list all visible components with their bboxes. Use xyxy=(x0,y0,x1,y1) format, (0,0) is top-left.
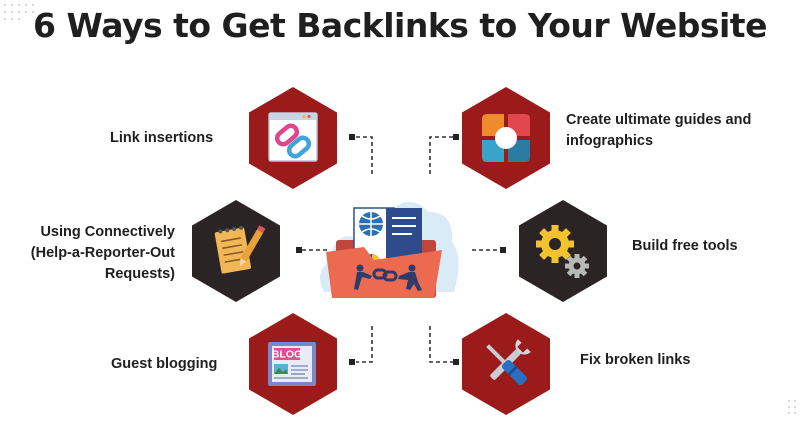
connector-dot xyxy=(453,134,459,140)
label-connectively: Using Connectively (Help-a-Reporter-Out … xyxy=(30,224,175,282)
page-title: 6 Ways to Get Backlinks to Your Website xyxy=(33,6,767,45)
connector-bottom-right xyxy=(429,326,453,363)
color-wheel-icon xyxy=(482,114,530,162)
blog-text: BLOG xyxy=(272,349,302,361)
hex-fix-broken-links xyxy=(462,313,550,415)
folder-backlinks-illustration xyxy=(320,202,459,298)
hex-connectively xyxy=(192,200,280,302)
connector-dot xyxy=(453,359,459,365)
label-fix-broken-links: Fix broken links xyxy=(580,352,691,368)
chain-link-icon xyxy=(268,112,318,162)
connector-top-left xyxy=(356,136,373,175)
hex-guest-blogging: BLOG xyxy=(249,313,337,415)
label-link-insertions: Link insertions xyxy=(110,130,214,146)
label-guides-infographics: Create ultimate guides and infographics xyxy=(566,112,752,149)
dot-grid-bottom-right xyxy=(788,400,800,420)
connector-dot xyxy=(349,134,355,140)
connector-dot xyxy=(349,359,355,365)
hex-build-tools xyxy=(519,200,607,302)
gears-icon xyxy=(536,225,589,278)
blog-page-icon: BLOG xyxy=(268,342,316,386)
connector-top-right xyxy=(429,136,453,175)
chain-link-icon xyxy=(372,268,398,282)
connector-dot xyxy=(500,247,506,253)
notepad-pencil-icon xyxy=(214,225,266,274)
connector-bottom-left xyxy=(356,326,373,363)
label-guest-blogging: Guest blogging xyxy=(111,356,218,372)
connector-dot xyxy=(296,247,302,253)
hex-guides-infographics xyxy=(462,87,550,189)
label-build-tools: Build free tools xyxy=(632,238,738,254)
dot-grid-top-left xyxy=(4,4,40,28)
wrench-screwdriver-icon xyxy=(486,339,531,386)
hex-link-insertions xyxy=(249,87,337,189)
